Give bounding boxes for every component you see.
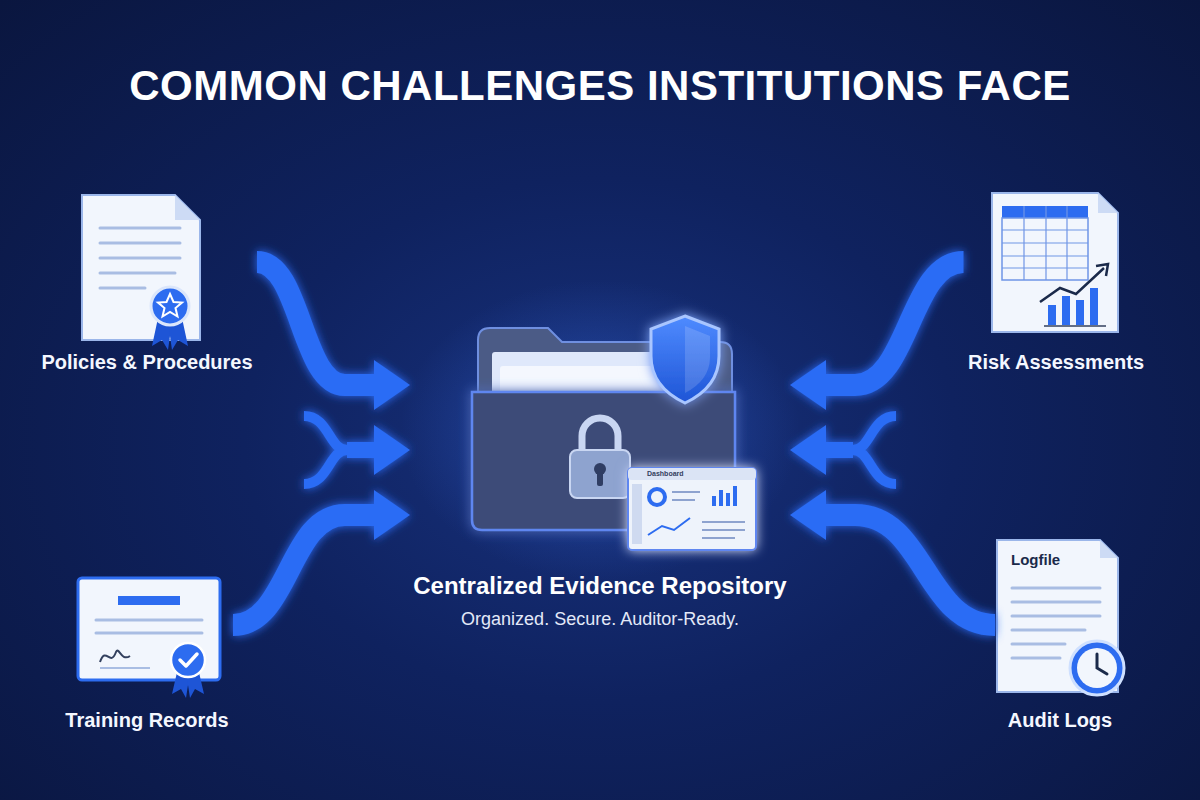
decor-brace bbox=[304, 416, 347, 484]
icon-label: Logfile bbox=[1011, 551, 1060, 568]
repository-node: Centralized Evidence RepositoryOrganized… bbox=[409, 300, 791, 630]
source-node: Policies & Procedures bbox=[37, 190, 257, 374]
folder-illustration bbox=[400, 280, 800, 580]
node-label: Training Records bbox=[65, 708, 228, 732]
policy-document-icon bbox=[82, 195, 200, 350]
icon-label: Dashboard bbox=[647, 470, 684, 477]
node-subtitle: Organized. Secure. Auditor-Ready. bbox=[461, 609, 739, 631]
decor-brace bbox=[853, 416, 896, 484]
flow-arrow bbox=[825, 262, 964, 385]
certificate-icon bbox=[78, 578, 220, 698]
flow-arrow bbox=[825, 515, 995, 625]
decor-arrow bbox=[347, 442, 375, 458]
node-label: Risk Assessments bbox=[968, 350, 1144, 374]
node-label: Centralized Evidence Repository bbox=[413, 572, 786, 601]
decor-arrow bbox=[825, 442, 853, 458]
flow-arrow bbox=[233, 515, 375, 625]
flow-arrow bbox=[257, 262, 375, 385]
risk-report-icon bbox=[992, 193, 1118, 332]
source-node: Training Records bbox=[61, 572, 233, 732]
diagram-title: COMMON CHALLENGES INSTITUTIONS FACE bbox=[0, 62, 1200, 110]
node-label: Policies & Procedures bbox=[41, 350, 252, 374]
source-node: Risk Assessments bbox=[964, 190, 1149, 374]
logfile-icon bbox=[997, 540, 1124, 695]
node-label: Audit Logs bbox=[1008, 708, 1112, 732]
